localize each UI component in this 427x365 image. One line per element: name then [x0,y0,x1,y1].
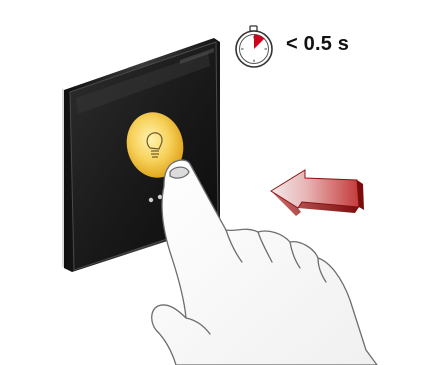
pointing-hand-icon [151,159,378,365]
indicator-dot [148,197,154,203]
response-time-label: < 0.5 s [286,33,350,55]
timer-elapsed-wedge [254,34,265,49]
light-button[interactable] [120,106,190,184]
stopwatch-icon [235,25,273,68]
arrow-left-icon [270,169,364,216]
lightbulb-icon [146,132,163,158]
indicator-dot [157,194,163,200]
